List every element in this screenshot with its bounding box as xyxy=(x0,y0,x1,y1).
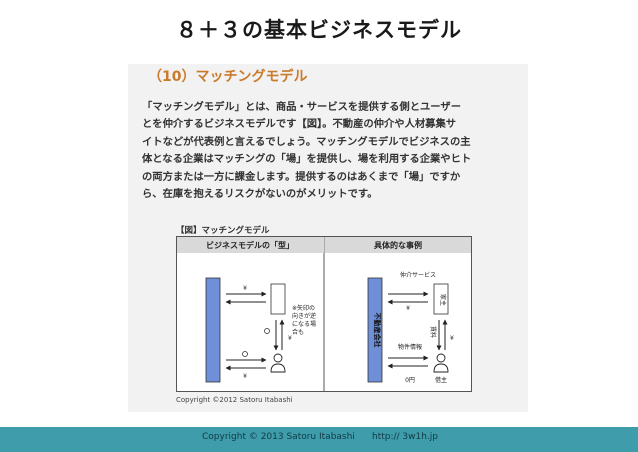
figure-caption: 【図】マッチングモデル xyxy=(176,226,270,236)
body-line: イトなどが代表例と言えるでしょう。マッチングモデルでビジネスの主 xyxy=(142,135,471,148)
person-body-icon xyxy=(270,363,286,373)
footer-url[interactable]: http:// 3w1h.jp xyxy=(372,432,439,442)
body-line: ら、在庫を抱えるリスクがないのがメリットです。 xyxy=(142,188,378,201)
rent-label: 賃料 xyxy=(429,326,437,338)
right-header-band xyxy=(325,237,471,253)
yen-label: ¥ xyxy=(243,285,247,292)
left-header: ビジネスモデルの「型」 xyxy=(206,240,294,250)
note-line: 向きが逆 xyxy=(292,312,316,320)
body-line: の両方または一方に課金します。提供するのはあくまで「場」ですか xyxy=(142,170,461,183)
footer-copyright: Copyright © 2013 Satoru Itabashi xyxy=(202,432,355,442)
service-label: 仲介サービス xyxy=(400,271,436,279)
note-line: 合も xyxy=(292,328,304,336)
landlord-box xyxy=(433,283,449,315)
left-header-band xyxy=(177,237,324,253)
platform-block xyxy=(205,277,221,383)
note-line: ※矢印の xyxy=(292,304,315,312)
person-body-icon xyxy=(433,363,449,373)
tenant-label: 借主 xyxy=(435,376,447,384)
slide-title: ８＋３の基本ビジネスモデル xyxy=(176,18,462,42)
footer-band: Copyright © 2013 Satoru Itabashi http://… xyxy=(0,427,638,452)
yen-label: ¥ xyxy=(450,335,454,342)
figure-copyright: Copyright ©2012 Satoru Itabashi xyxy=(176,396,293,404)
section-heading: （10）マッチングモデル xyxy=(148,69,308,85)
body-line: 「マッチングモデル」とは、商品・サービスを提供する側とユーザー xyxy=(142,101,461,113)
person-icon xyxy=(436,353,446,363)
yen-label: ¥ xyxy=(243,373,247,380)
yen-label: ¥ xyxy=(288,335,292,342)
body-line: とを仲介するビジネスモデルです【図】。不動産の仲介や人材募集サ xyxy=(142,118,457,131)
yen-coin-icon xyxy=(264,328,270,334)
body-line: 体となる企業はマッチングの「場」を提供し、場を利用する企業やヒト xyxy=(142,153,472,166)
right-header: 具体的な事例 xyxy=(374,240,422,250)
matching-model-figure: ビジネスモデルの「型」 具体的な事例 ¥ ¥ ¥ ※矢印の 向きが逆 になる場 … xyxy=(176,236,472,392)
provider-box xyxy=(270,283,286,315)
yen-label: ¥ xyxy=(406,305,410,312)
yen-coin-icon xyxy=(242,351,248,357)
listing-label: 物件情報 xyxy=(398,343,422,351)
agency-block xyxy=(367,277,383,383)
agency-label: 不動産会社 xyxy=(373,313,382,348)
zero-yen-label: 0円 xyxy=(405,377,415,384)
person-icon xyxy=(273,353,283,363)
body-text: 「マッチングモデル」とは、商品・サービスを提供する側とユーザー とを仲介するビジ… xyxy=(142,99,518,203)
note-line: になる場 xyxy=(292,320,316,328)
landlord-label: 家主 xyxy=(439,294,447,306)
